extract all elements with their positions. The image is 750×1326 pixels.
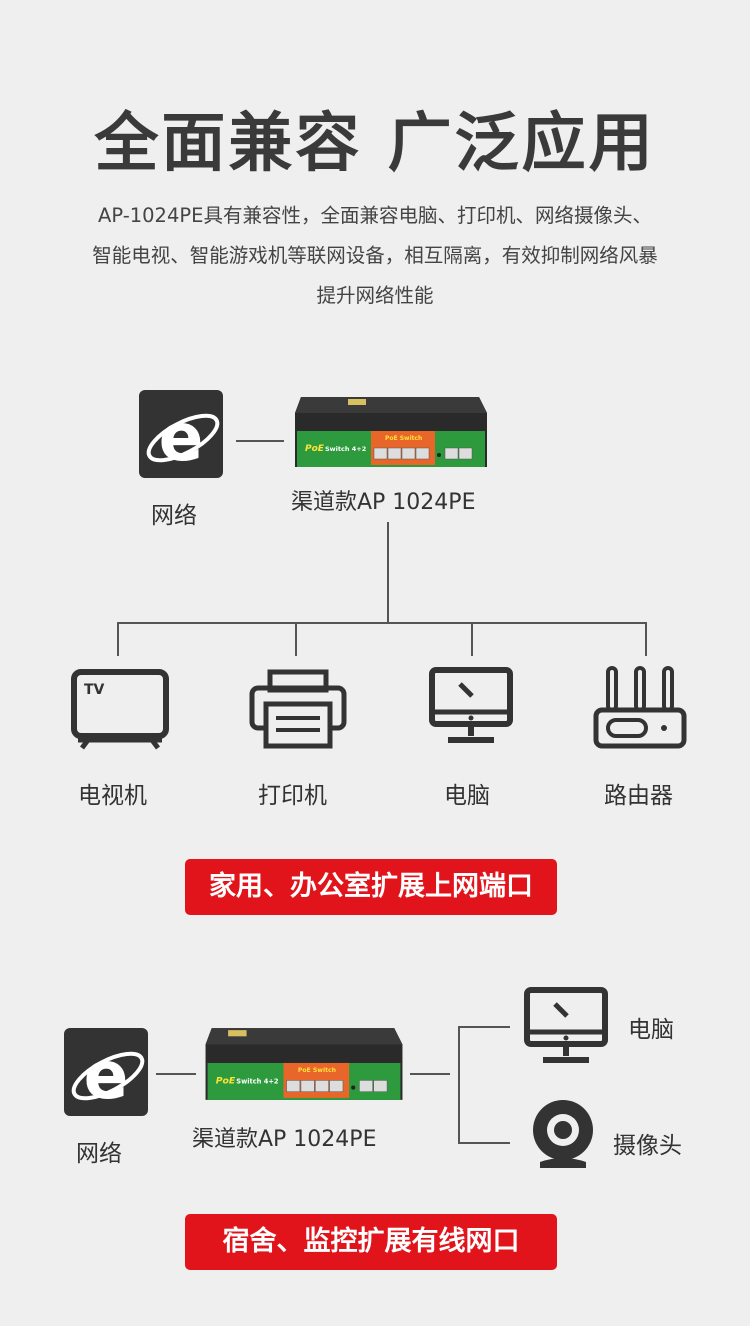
connector-line	[117, 622, 119, 656]
printer-icon	[248, 668, 348, 750]
svg-text:e: e	[159, 399, 204, 476]
network-label: 网络	[76, 1141, 122, 1167]
switch-badge-text: PoE Switch	[385, 435, 422, 442]
connector-line	[156, 1073, 196, 1075]
switch-poe-text: PoE	[305, 444, 325, 454]
computer-icon	[428, 666, 514, 746]
svg-text:e: e	[84, 1037, 129, 1114]
connector-line	[471, 622, 473, 656]
device-label: 电脑	[444, 783, 490, 809]
switch-model-label: 渠道款AP 1024PE	[291, 490, 476, 515]
connector-line	[458, 1026, 460, 1144]
tv-text: TV	[84, 682, 105, 698]
connector-line	[295, 622, 297, 656]
device-label: 电视机	[78, 783, 147, 809]
internet-explorer-icon: e	[64, 1028, 148, 1116]
switch-model-label: 渠道款AP 1024PE	[192, 1127, 377, 1152]
connector-line	[117, 622, 647, 624]
internet-explorer-icon: e	[139, 390, 223, 478]
connector-line	[236, 440, 284, 442]
connector-line	[387, 522, 389, 624]
switch-model-text: Switch 4+2	[236, 1077, 279, 1085]
poe-switch-image: PoE Switch 4+2 PoE Switch	[293, 393, 489, 471]
connector-line	[458, 1142, 510, 1144]
page-title: 全面兼容 广泛应用	[94, 107, 656, 181]
banner-home-office: 家用、办公室扩展上网端口	[185, 859, 557, 915]
switch-poe-text: PoE	[216, 1075, 236, 1086]
description-line: AP-1024PE具有兼容性，全面兼容电脑、打印机、网络摄像头、	[98, 204, 652, 227]
switch-badge-text: PoE Switch	[298, 1067, 336, 1074]
banner-dorm-monitoring: 宿舍、监控扩展有线网口	[185, 1214, 557, 1270]
connector-line	[645, 622, 647, 656]
device-label: 路由器	[604, 783, 673, 809]
switch-model-text: Switch 4+2	[325, 445, 366, 453]
tv-icon: TV	[70, 668, 170, 750]
connector-line	[458, 1026, 510, 1028]
computer-icon	[523, 986, 609, 1066]
device-label: 打印机	[258, 783, 327, 809]
device-label: 摄像头	[613, 1133, 682, 1159]
webcam-icon	[528, 1098, 598, 1170]
poe-switch-image: PoE Switch 4+2 PoE Switch	[200, 1024, 408, 1104]
description: AP-1024PE具有兼容性，全面兼容电脑、打印机、网络摄像头、 智能电视、智能…	[30, 196, 720, 316]
description-line: 提升网络性能	[316, 284, 434, 307]
device-label: 电脑	[628, 1017, 674, 1043]
connector-line	[410, 1073, 450, 1075]
router-icon	[592, 664, 688, 750]
network-label: 网络	[151, 503, 197, 529]
description-line: 智能电视、智能游戏机等联网设备，相互隔离，有效抑制网络风暴	[92, 244, 658, 267]
